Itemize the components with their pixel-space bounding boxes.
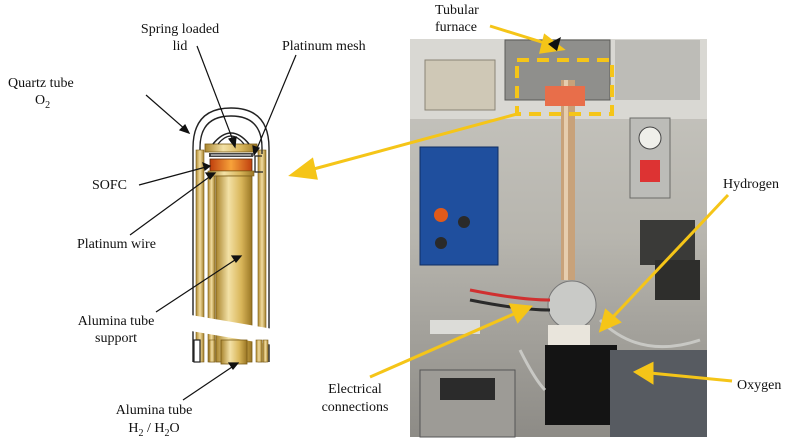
h2-text: H — [128, 421, 139, 436]
label-electrical-connections-1: Electrical — [328, 382, 382, 397]
o2-text: O — [35, 93, 46, 108]
label-spring-loaded-lid-1: Spring loaded — [140, 22, 220, 37]
label-o2: O2 — [35, 93, 50, 114]
label-tubular-furnace-2: furnace — [435, 20, 477, 35]
furnace-highlight-box — [515, 58, 614, 116]
label-alumina-tube-support-2: support — [95, 331, 137, 346]
label-hydrogen: Hydrogen — [723, 177, 779, 192]
break-band — [185, 314, 285, 347]
label-platinum-mesh: Platinum mesh — [282, 39, 366, 54]
label-alumina-tube-support-1: Alumina tube — [77, 314, 155, 329]
setup-photo — [410, 39, 707, 438]
label-tubular-furnace-1: Tubular — [435, 3, 479, 18]
label-electrical-connections-2: connections — [321, 400, 389, 415]
label-spring-loaded-lid-2: lid — [172, 39, 188, 54]
sofc-cell — [209, 158, 253, 172]
h2-subscript: 2 — [138, 427, 144, 439]
label-h2-h2o: H2 / H2O — [104, 421, 204, 442]
h2o-subscript: 2 — [164, 427, 170, 439]
label-oxygen: Oxygen — [737, 378, 782, 393]
h2o-end: O — [169, 421, 180, 436]
h2o-separator: / H — [143, 421, 165, 436]
label-sofc: SOFC — [92, 178, 128, 193]
o2-subscript: 2 — [45, 99, 51, 111]
quartz-tube — [192, 107, 270, 362]
yellow-arrows — [288, 24, 733, 385]
platinum-wire — [254, 150, 263, 173]
label-quartz-tube: Quartz tube — [8, 76, 74, 91]
label-platinum-wire: Platinum wire — [77, 237, 156, 252]
spring-lid — [204, 143, 258, 153]
label-alumina-tube: Alumina tube — [115, 403, 193, 418]
